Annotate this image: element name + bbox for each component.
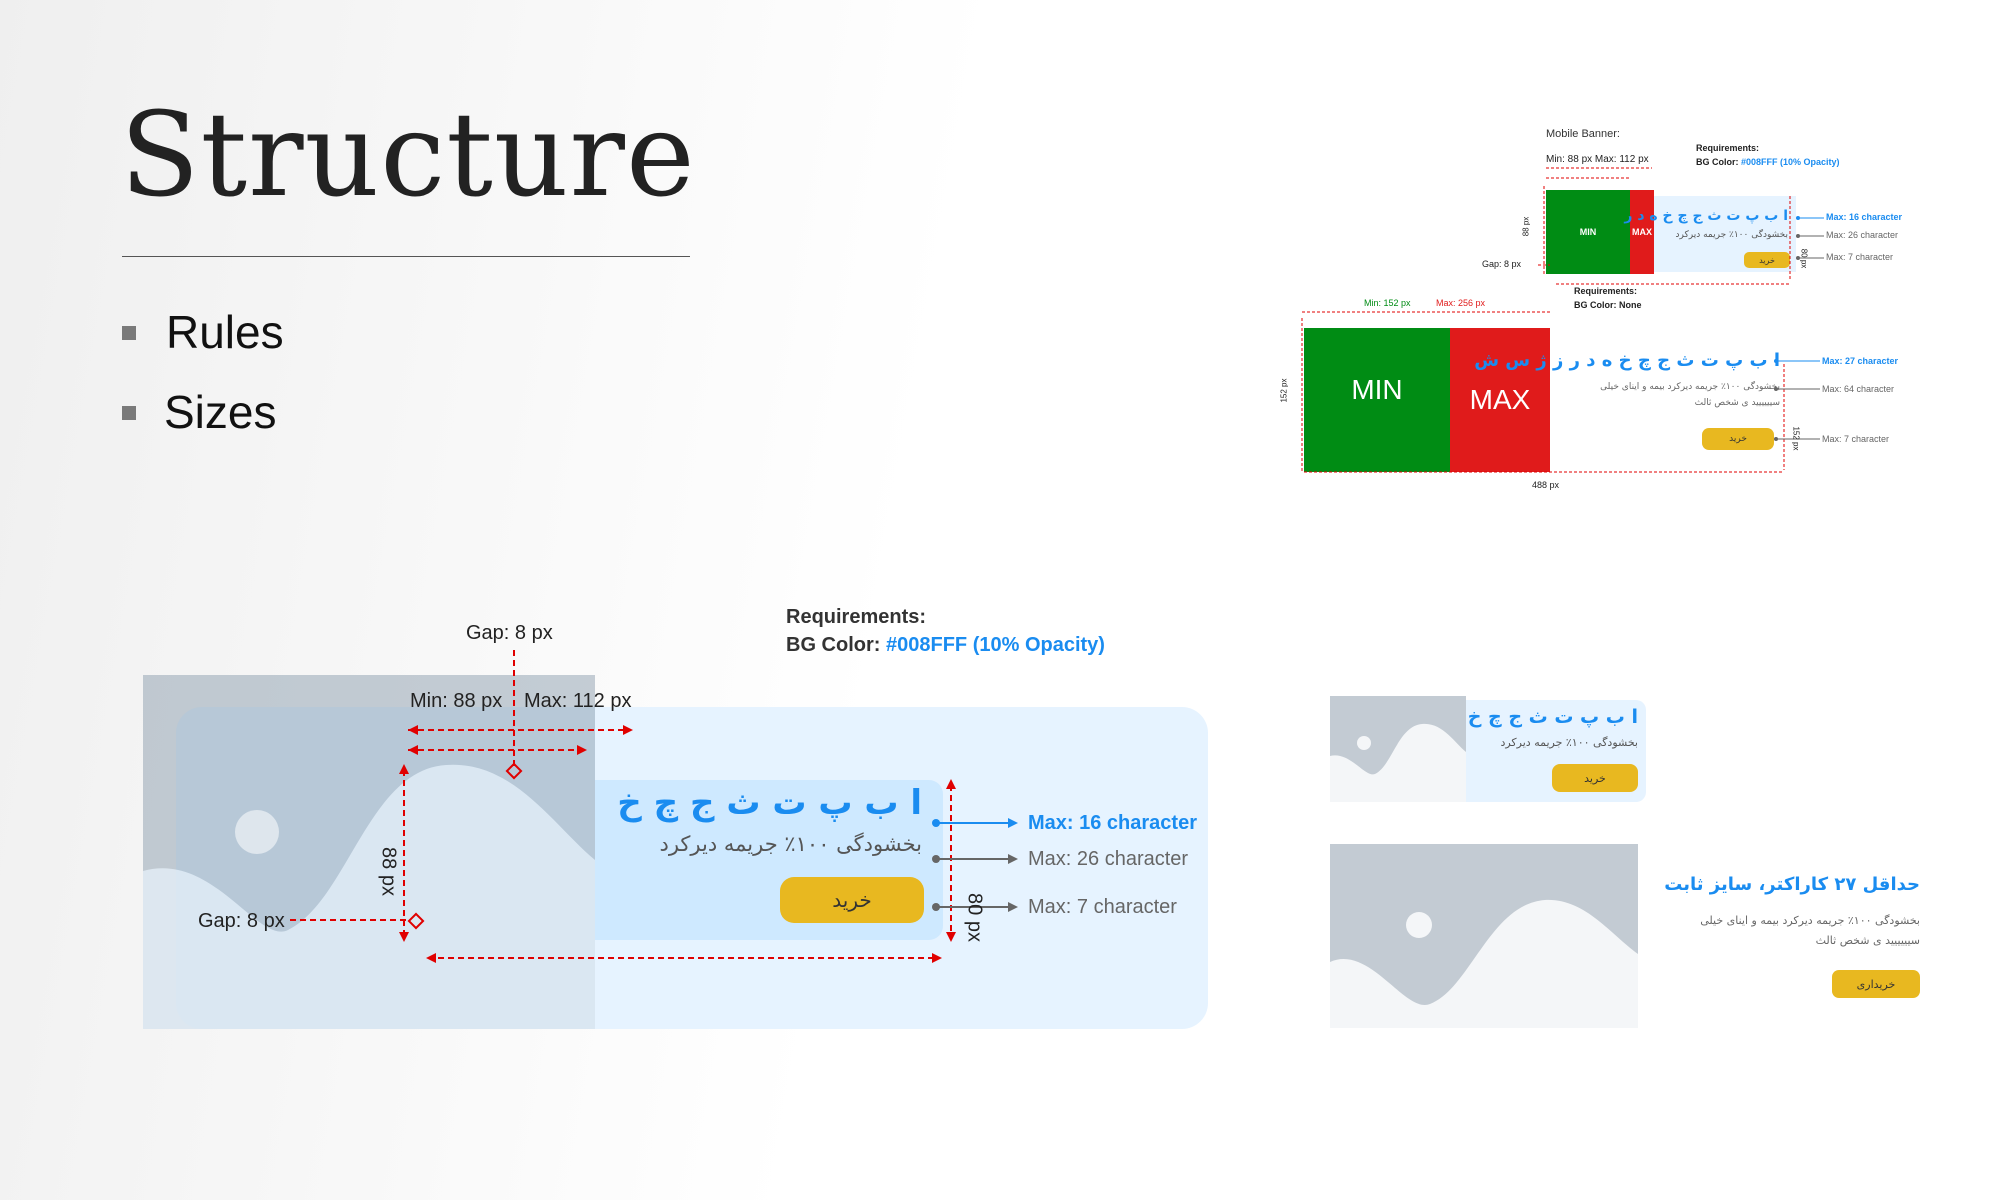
mobile-limit-button: Max: 7 character xyxy=(1826,252,1894,262)
desktop-min-label: Min: 152 px xyxy=(1364,298,1411,308)
mobile-limit-title: Max: 16 character xyxy=(1826,212,1903,222)
mobile-headline: ا ب پ ت ث ج چ خ ه د ر xyxy=(1624,208,1788,224)
small-banner-subtext: بخشودگی ۱۰۰٪ جریمه دیرکرد xyxy=(1500,736,1638,749)
dimension-lines xyxy=(290,650,1018,963)
mobile-min-box: MIN xyxy=(1546,190,1630,274)
mountain-icon xyxy=(1330,899,1638,1028)
mobile-gap-label: Gap: 8 px xyxy=(1482,259,1522,269)
height-right-label: 80 px xyxy=(963,893,986,942)
desktop-limit-sub: Max: 64 character xyxy=(1822,384,1895,394)
desktop-width-label: 488 px xyxy=(1532,480,1560,490)
mobile-subtext: بخشودگی ۱۰۰٪ جریمه دیرکرد xyxy=(1675,230,1788,240)
gap-left-label: Gap: 8 px xyxy=(198,910,285,932)
desktop-height-right: 152 px xyxy=(1791,426,1801,451)
desktop-headline: ا ب پ ت ث ج چ خ ه د ر ز ژ س ش xyxy=(1474,350,1780,371)
small-buy-button[interactable]: خرید xyxy=(1552,764,1638,792)
min-width-label: Min: 88 px xyxy=(410,690,503,712)
bullet-marker xyxy=(122,406,136,420)
mobile-bg-label: BG Color: xyxy=(1696,157,1739,167)
large-buy-button[interactable]: خریداری xyxy=(1832,970,1920,998)
mobile-size-range: Min: 88 px Max: 112 px xyxy=(1546,154,1649,165)
large-banner-subtext-1: بخشودگی ۱۰۰٪ جریمه دیرکرد بیمه و اینای خ… xyxy=(1700,914,1920,927)
mobile-req-heading: Requirements: xyxy=(1696,143,1760,153)
desktop-limit-title: Max: 27 character xyxy=(1822,356,1899,366)
limit-title-label: Max: 16 character xyxy=(1028,812,1197,834)
desktop-bg-value: None xyxy=(1619,300,1642,310)
desktop-dimension-lines xyxy=(1301,311,1820,473)
small-banner-headline: ا ب پ ت ث ج چ خ xyxy=(1467,706,1638,728)
mobile-height-right: 80 px xyxy=(1799,248,1809,269)
buy-button[interactable]: خرید xyxy=(780,877,924,923)
desktop-req-bg: BG Color: None xyxy=(1574,300,1642,310)
desktop-req-heading: Requirements: xyxy=(1574,286,1638,296)
desktop-bg-label: BG Color: xyxy=(1574,300,1617,310)
desktop-buy-button[interactable]: خرید xyxy=(1702,428,1774,450)
mountain-icon xyxy=(143,764,595,1029)
bg-color-value: #008FFF (10% Opacity) xyxy=(886,634,1105,656)
mobile-dimension-lines xyxy=(1538,167,1824,285)
page-title: Structure xyxy=(120,88,696,223)
max-width-label: Max: 112 px xyxy=(524,690,632,712)
limit-button-label: Max: 7 character xyxy=(1028,896,1177,918)
desktop-max-box: MAX xyxy=(1450,328,1550,472)
mobile-limit-sub: Max: 26 character xyxy=(1826,230,1899,240)
bullet-sizes[interactable]: Sizes xyxy=(164,386,277,438)
banner-headline: ا ب پ ت ث ج چ خ xyxy=(617,783,922,823)
desktop-limit-button: Max: 7 character xyxy=(1822,434,1890,444)
mountain-icon xyxy=(1330,723,1466,802)
bullet-marker xyxy=(122,326,136,340)
large-banner-headline: حداقل ۲۷ کاراکتر، سایز ثابت xyxy=(1664,874,1920,895)
large-banner-subtext-2: سیییییید ی شخص ثالث xyxy=(1815,934,1920,947)
mobile-bg-value: #008FFF (10% Opacity) xyxy=(1741,157,1840,167)
limit-sub-label: Max: 26 character xyxy=(1028,848,1189,870)
mobile-buy-button[interactable]: خرید xyxy=(1744,252,1790,268)
bullet-rules[interactable]: Rules xyxy=(166,306,284,358)
gap-top-label: Gap: 8 px xyxy=(466,622,553,644)
requirements-bg: BG Color: #008FFF (10% Opacity) xyxy=(786,634,1105,657)
banner-subtext: بخشودگی ۱۰۰٪ جریمه دیرکرد xyxy=(659,832,922,856)
mobile-max-box: MAX xyxy=(1630,190,1654,274)
desktop-subtext-2: سیییییید ی شخص ثالث xyxy=(1694,398,1780,408)
bg-color-label: BG Color: xyxy=(786,634,881,656)
mobile-spec-label: Mobile Banner: xyxy=(1546,128,1620,140)
desktop-subtext-1: بخشودگی ۱۰۰٪ جریمه دیرکرد بیمه و اینای خ… xyxy=(1600,382,1780,392)
height-label: 88 px xyxy=(377,847,400,896)
requirements-heading: Requirements: xyxy=(786,606,927,628)
mobile-req-bg: BG Color: #008FFF (10% Opacity) xyxy=(1696,157,1840,167)
desktop-min-box: MIN xyxy=(1304,328,1450,472)
title-divider xyxy=(122,256,690,257)
desktop-height-label: 152 px xyxy=(1279,378,1289,403)
mobile-height-label: 88 px xyxy=(1521,216,1531,237)
desktop-max-label: Max: 256 px xyxy=(1436,298,1486,308)
